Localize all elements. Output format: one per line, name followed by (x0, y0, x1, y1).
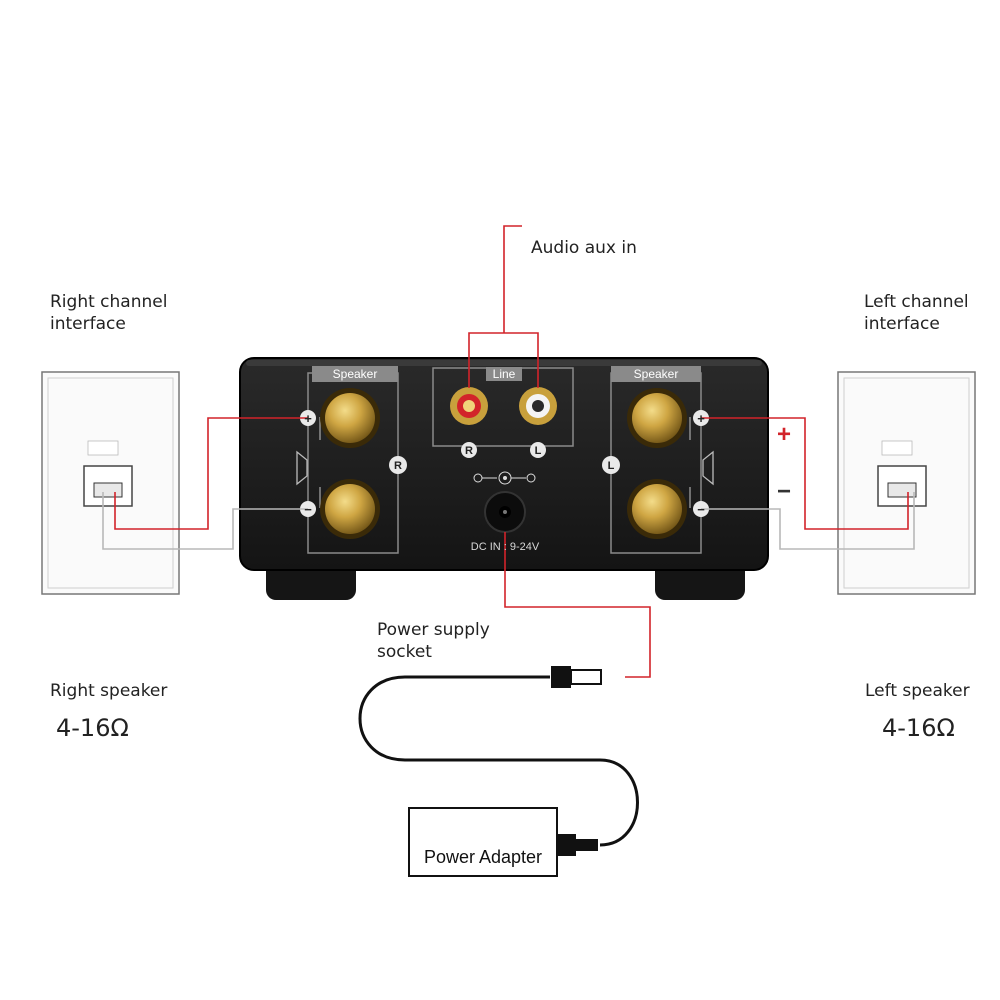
left-channel-speaker-block (602, 366, 714, 554)
right-speaker-cabinet (41, 371, 180, 595)
speaker-symbol-icon (296, 450, 308, 486)
left-negative-wire (701, 492, 915, 550)
dc-in-label: DC IN : 9-24V (471, 541, 540, 553)
rca-r-label: R (465, 445, 473, 457)
speaker-title-right-channel: Speaker (333, 367, 378, 381)
left-channel-label-line2: interface (864, 314, 940, 334)
polarity-plus-mark: + (777, 421, 791, 448)
right-channel-label: Right channel interface (50, 291, 167, 335)
right-plus-symbol: + (304, 411, 312, 426)
rca-right-jack[interactable] (463, 400, 475, 412)
right-negative-wire (102, 492, 308, 550)
power-socket-label-line1: Power supply (377, 620, 490, 640)
speaker-title-left-channel: Speaker (634, 367, 679, 381)
polarity-minus-mark: − (777, 478, 791, 505)
aux-in-bracket (468, 332, 539, 388)
left-speaker-cabinet (837, 371, 976, 595)
right-positive-binding-post[interactable] (325, 393, 375, 443)
left-minus-symbol: − (697, 502, 705, 517)
right-channel-label-line1: Right channel (50, 292, 168, 312)
amplifier-rear-panel (239, 357, 769, 571)
right-channel-label-line2: interface (50, 314, 126, 334)
dc-power-jack[interactable] (473, 471, 536, 533)
right-positive-wire (114, 417, 308, 530)
right-impedance-label: 4-16Ω (56, 714, 129, 742)
left-plus-symbol: + (697, 411, 705, 426)
power-cable (358, 666, 639, 856)
left-positive-binding-post[interactable] (632, 393, 682, 443)
aux-in-leader-line (503, 225, 522, 333)
power-socket-label-line2: socket (377, 642, 432, 662)
gray-wires (102, 492, 915, 550)
left-negative-binding-post[interactable] (632, 484, 682, 534)
right-negative-binding-post[interactable] (325, 484, 375, 534)
speaker-symbol-icon (702, 450, 714, 486)
power-adapter-label: Power Adapter (424, 847, 542, 867)
right-minus-symbol: − (304, 502, 312, 517)
left-speaker-label: Left speaker (865, 681, 970, 701)
left-channel-label: Left channel interface (864, 291, 969, 335)
power-leader-line (504, 532, 651, 678)
dc-plug (551, 666, 571, 688)
channel-r-label: R (394, 460, 402, 472)
rca-left-jack[interactable] (532, 400, 544, 412)
line-input-block (432, 367, 574, 458)
right-speaker-label: Right speaker (50, 681, 168, 701)
left-impedance-label: 4-16Ω (882, 714, 955, 742)
left-positive-wire (701, 417, 909, 530)
line-title: Line (493, 367, 516, 381)
red-wires (114, 225, 909, 678)
audio-aux-in-label: Audio aux in (531, 238, 637, 258)
channel-l-label: L (608, 460, 615, 472)
rca-l-label: L (535, 445, 542, 457)
power-adapter-box (408, 807, 558, 877)
left-channel-label-line1: Left channel (864, 292, 969, 312)
power-socket-label: Power supply socket (377, 619, 490, 663)
